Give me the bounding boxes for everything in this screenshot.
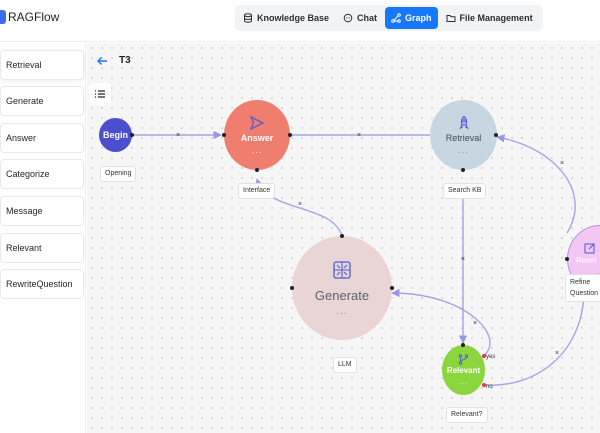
sidebar-item-relevant[interactable]: Relevant: [0, 233, 84, 263]
node-rewrite-tag-line2: Question: [570, 290, 599, 297]
sidebar-item-categorize[interactable]: Categorize: [0, 159, 84, 189]
edge-delete-x[interactable]: ×: [357, 132, 362, 139]
folder-icon: [446, 15, 456, 22]
nav-knowledge-base-label: Knowledge Base: [257, 13, 330, 23]
node-answer-tag: Interface: [238, 183, 276, 199]
node-handle[interactable]: [255, 168, 259, 172]
node-rewrite-tag-line1: Refine: [570, 279, 591, 286]
node-begin[interactable]: Begin: [99, 118, 132, 152]
generate-icon: [333, 260, 351, 279]
node-generate-ellipsis: ...: [336, 305, 348, 317]
sidebar-item-message[interactable]: Message: [0, 196, 84, 226]
node-generate-tag: LLM: [333, 357, 357, 373]
node-handle[interactable]: [565, 257, 569, 261]
node-answer-ellipsis: ...: [251, 145, 263, 155]
sidebar-item-retrieval[interactable]: Retrieval: [0, 50, 84, 80]
nav-knowledge-base[interactable]: Knowledge Base: [237, 7, 335, 29]
branch-handle-no[interactable]: [482, 383, 486, 387]
node-handle[interactable]: [340, 234, 344, 238]
branch-no-label: no: [486, 384, 493, 390]
node-rewrite-label: Rewri: [576, 255, 597, 265]
operator-sidebar: Retrieval Generate Answer Categorize Mes…: [0, 42, 86, 433]
branch-yes-label: yes: [486, 354, 496, 360]
send-icon: [249, 115, 265, 131]
sidebar-item-label: Answer: [6, 133, 37, 143]
sidebar-item-label: Retrieval: [6, 60, 42, 70]
node-answer[interactable]: Answer ...: [224, 100, 290, 170]
node-retrieval-ellipsis: ...: [458, 145, 469, 155]
top-header: RAGFlow Knowledge Base Chat Graph File M…: [0, 0, 600, 42]
nav-file-management[interactable]: File Management: [440, 7, 539, 29]
main-nav: Knowledge Base Chat Graph File Managemen…: [235, 5, 543, 31]
node-handle[interactable]: [130, 133, 134, 137]
back-arrow-icon[interactable]: [95, 54, 109, 68]
edge-delete-x[interactable]: ×: [298, 201, 303, 208]
sidebar-item-label: Generate: [6, 96, 44, 106]
sidebar-item-generate[interactable]: Generate: [0, 86, 84, 116]
sidebar-item-label: RewriteQuestion: [6, 279, 73, 289]
graph-title: T3: [119, 55, 131, 66]
sidebar-item-label: Message: [6, 206, 43, 216]
edge-delete-x[interactable]: ×: [473, 320, 478, 327]
node-rewrite-tag: Refine Question: [565, 274, 600, 302]
nav-chat[interactable]: Chat: [337, 7, 383, 29]
node-relevant-tag: Relevant?: [446, 407, 488, 423]
sidebar-item-rewrite-question[interactable]: RewriteQuestion: [0, 269, 84, 299]
node-retrieval[interactable]: Retrieval ...: [430, 100, 497, 170]
node-handle[interactable]: [222, 133, 226, 137]
node-generate-label: Generate: [314, 287, 370, 303]
flow-canvas[interactable]: T3 × × × × × × × Begin Opening Ans: [87, 43, 600, 433]
sidebar-item-label: Relevant: [6, 243, 42, 253]
edge-delete-x[interactable]: ×: [176, 132, 181, 139]
node-begin-label: Begin: [102, 130, 128, 140]
nav-file-management-label: File Management: [459, 13, 533, 23]
branch-handle-yes[interactable]: [482, 354, 486, 358]
node-handle[interactable]: [290, 286, 294, 290]
node-handle[interactable]: [494, 133, 498, 137]
node-relevant-ellipsis: ...: [458, 376, 469, 386]
node-handle[interactable]: [461, 168, 465, 172]
sidebar-item-answer[interactable]: Answer: [0, 123, 84, 153]
edge-delete-x[interactable]: ×: [560, 160, 565, 167]
edge-relevant-yes-generate: [391, 288, 491, 357]
sidebar-item-label: Categorize: [6, 169, 50, 179]
database-icon: [244, 13, 252, 23]
edge-delete-x[interactable]: ×: [461, 256, 466, 263]
brand[interactable]: RAGFlow: [0, 10, 59, 24]
node-begin-tag: Opening: [100, 166, 137, 182]
node-handle[interactable]: [461, 343, 465, 347]
edit-icon: [584, 242, 595, 253]
rocket-icon: [458, 115, 469, 130]
edge-relevant-no-rewrite: [484, 292, 585, 386]
chat-bubble-icon: [343, 13, 353, 23]
node-rewrite-ellipsis: ...: [594, 266, 600, 276]
edge-rewrite-retrieval: [496, 134, 576, 234]
node-retrieval-label: Retrieval: [445, 133, 482, 143]
nav-graph[interactable]: Graph: [385, 7, 438, 29]
node-relevant[interactable]: Relevant ...: [442, 345, 485, 395]
nav-chat-label: Chat: [357, 13, 378, 23]
node-retrieval-tag: Search KB: [443, 183, 487, 199]
app-name: RAGFlow: [8, 10, 60, 24]
ragflow-logo-icon: [0, 10, 6, 24]
node-handle[interactable]: [288, 133, 292, 137]
node-generate[interactable]: Generate ...: [292, 236, 392, 340]
node-relevant-label: Relevant: [446, 365, 481, 375]
operator-list-button[interactable]: [89, 83, 111, 105]
nav-graph-label: Graph: [405, 13, 432, 23]
list-icon: [95, 90, 105, 98]
node-answer-label: Answer: [240, 133, 274, 143]
branch-icon: [458, 353, 469, 365]
node-handle[interactable]: [390, 286, 394, 290]
edge-delete-x[interactable]: ×: [555, 350, 560, 357]
graph-icon: [391, 13, 401, 23]
